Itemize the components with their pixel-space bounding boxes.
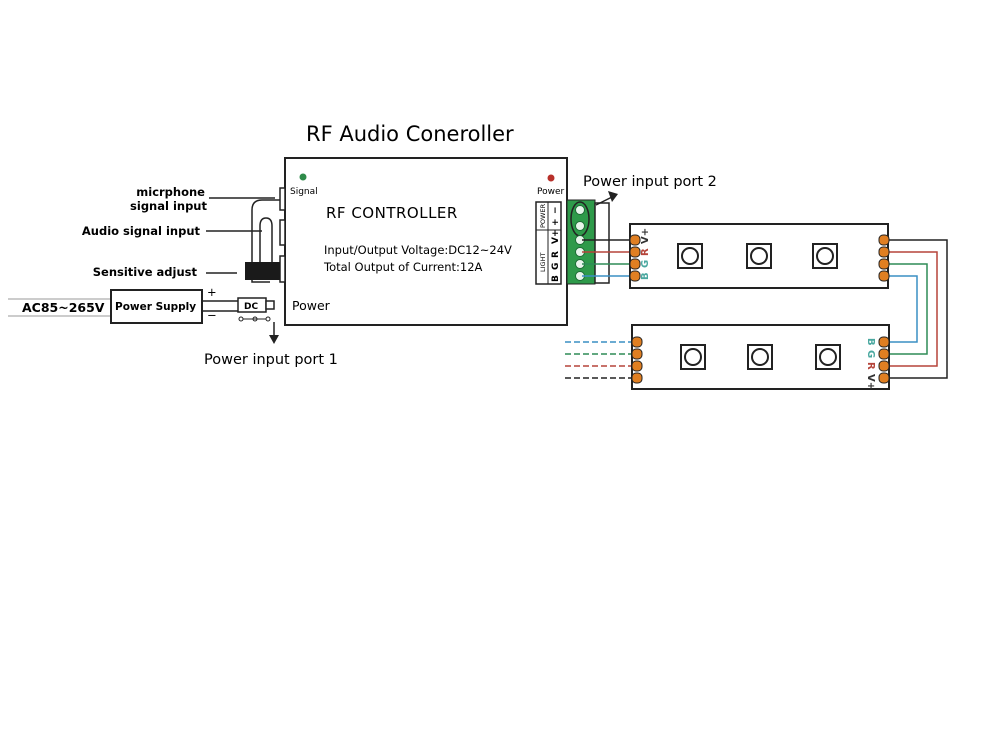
solder-pad bbox=[878, 258, 890, 270]
controller-name: RF CONTROLLER bbox=[326, 204, 458, 222]
wire bbox=[886, 275, 918, 343]
led-lens-icon bbox=[751, 348, 769, 366]
solder-pad bbox=[631, 336, 643, 348]
strip-pin-label: R bbox=[865, 362, 876, 370]
audio-plug-icon bbox=[259, 217, 273, 262]
solder-pad bbox=[878, 234, 890, 246]
power-led-label: Power bbox=[537, 187, 565, 197]
plus-sign: + bbox=[207, 285, 217, 299]
solder-pad bbox=[878, 360, 890, 372]
dc-pin-icon bbox=[265, 316, 271, 322]
terminal-pin-label: G bbox=[551, 263, 561, 270]
strip-pin-label: V+ bbox=[640, 228, 651, 244]
strip-pin-label: B bbox=[865, 338, 876, 346]
port2-label: Power input port 2 bbox=[583, 174, 717, 190]
solder-pad bbox=[629, 258, 641, 270]
terminal-light-group: LIGHT bbox=[539, 253, 547, 272]
solder-pad bbox=[629, 246, 641, 258]
mic-label-line2: signal input bbox=[130, 199, 207, 213]
terminal-pin-label: R bbox=[551, 251, 561, 258]
screw-icon bbox=[575, 221, 585, 231]
terminal-pin-label: + bbox=[551, 218, 561, 226]
signal-led-icon bbox=[299, 173, 307, 181]
port1-arrow-icon bbox=[269, 335, 279, 344]
solder-pad bbox=[878, 246, 890, 258]
dc-label: DC bbox=[244, 302, 258, 312]
solder-pad bbox=[629, 234, 641, 246]
wire bbox=[886, 263, 928, 355]
port1-label: Power input port 1 bbox=[204, 352, 338, 368]
port2-arrow-icon bbox=[608, 191, 618, 202]
audio-port bbox=[279, 219, 286, 246]
power-led-icon bbox=[547, 174, 555, 182]
led-lens-icon bbox=[681, 247, 699, 265]
spec-current: Total Output of Current:12A bbox=[323, 260, 483, 274]
solder-pad bbox=[629, 270, 641, 282]
led-lens-icon bbox=[816, 247, 834, 265]
strip-pin-label: V+ bbox=[865, 374, 876, 390]
sensitive-port bbox=[279, 255, 286, 283]
diagram-title: RF Audio Coneroller bbox=[306, 122, 514, 146]
minus-sign: − bbox=[207, 308, 217, 322]
mic-port bbox=[279, 187, 286, 211]
spec-voltage: Input/Output Voltage:DC12~24V bbox=[324, 243, 512, 257]
mic-label-line1: micrphone bbox=[136, 185, 205, 199]
solder-pad bbox=[878, 336, 890, 348]
audio-label: Audio signal input bbox=[82, 224, 201, 238]
ac-voltage-label: AC85~265V bbox=[22, 300, 105, 315]
power-supply-box bbox=[110, 289, 203, 324]
terminal-power-group: POWER bbox=[539, 203, 547, 228]
solder-pad bbox=[631, 348, 643, 360]
solder-pad bbox=[631, 360, 643, 372]
power-jack-label: Power bbox=[292, 298, 331, 313]
controller-box bbox=[284, 157, 568, 326]
strip-pin-label: G bbox=[640, 260, 651, 268]
strip-pin-label: G bbox=[865, 350, 876, 358]
terminal-cover bbox=[594, 202, 610, 284]
led-lens-icon bbox=[819, 348, 837, 366]
dc-plug-tip bbox=[265, 300, 275, 310]
port2-arrow-shaft bbox=[595, 196, 613, 206]
sensitive-knob-icon bbox=[245, 262, 280, 280]
dc-pin-icon bbox=[238, 316, 244, 322]
solder-pad bbox=[878, 348, 890, 360]
screw-icon bbox=[575, 205, 585, 215]
led-lens-icon bbox=[684, 348, 702, 366]
wire bbox=[886, 239, 948, 379]
power-supply-label: Power Supply bbox=[115, 301, 196, 313]
terminal-pin-label: V+ bbox=[551, 229, 561, 244]
sensitive-label: Sensitive adjust bbox=[93, 265, 198, 279]
terminal-pin-label: B bbox=[551, 275, 561, 282]
solder-pad bbox=[878, 270, 890, 282]
solder-pad bbox=[878, 372, 890, 384]
led-lens-icon bbox=[750, 247, 768, 265]
signal-led-label: Signal bbox=[290, 187, 318, 197]
terminal-pin-label: − bbox=[551, 206, 561, 214]
strip-pin-label: B bbox=[640, 272, 651, 280]
wire bbox=[886, 251, 938, 367]
solder-pad bbox=[631, 372, 643, 384]
mic-cable bbox=[251, 199, 280, 283]
strip-pin-label: R bbox=[640, 248, 651, 256]
